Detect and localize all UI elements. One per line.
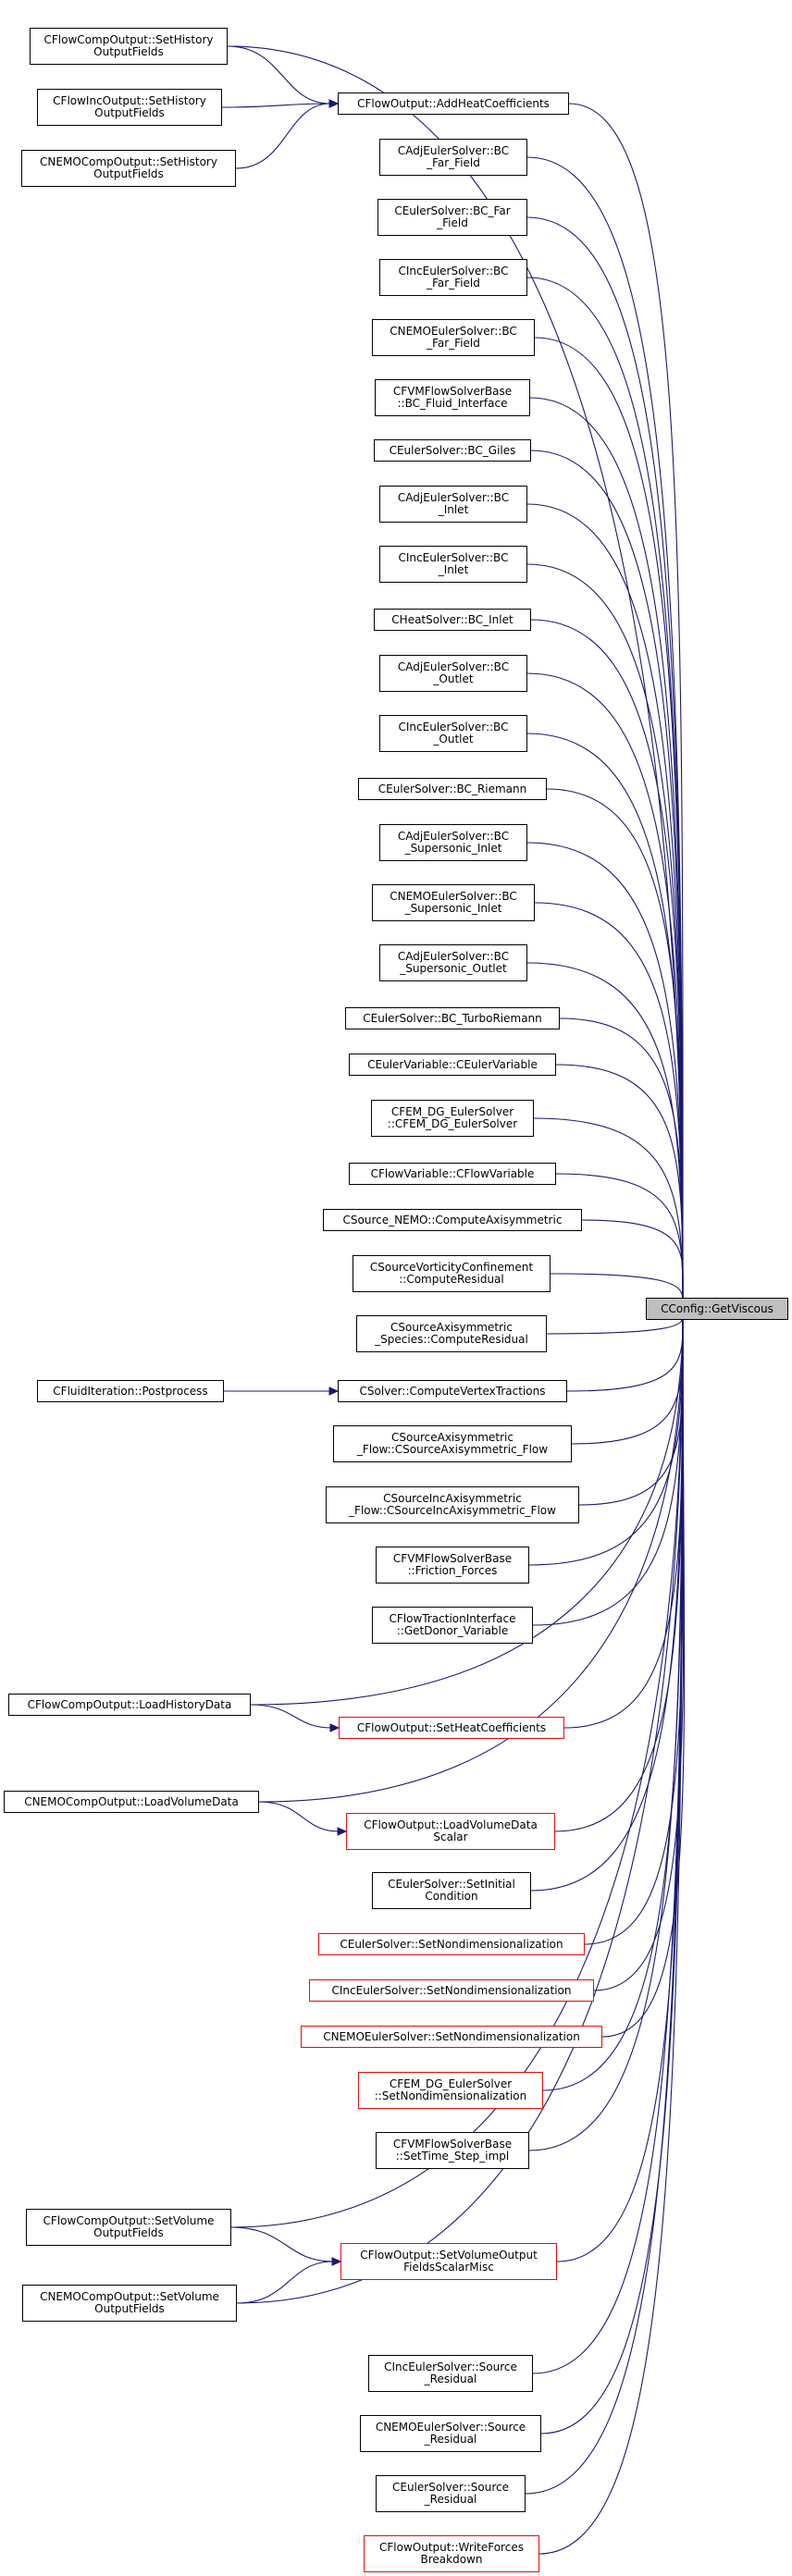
node-csourcevorticityconfinement-computeresidual[interactable]: CSourceVorticityConfinement ::ComputeRes… (353, 1255, 551, 1292)
edge-n6-to-n_target (526, 216, 684, 1302)
node-cfvmflowsolverbase-settime-step-impl[interactable]: CFVMFlowSolverBase ::SetTime_Step_impl (376, 2132, 529, 2169)
edge-n5-to-n_target (526, 156, 684, 1302)
edge-n24-to-n_target (581, 1219, 684, 1302)
node-cnemoeulersolver-source-residual[interactable]: CNEMOEulerSolver::Source _Residual (360, 2415, 541, 2452)
edge-n21-to-n_target (555, 1064, 684, 1302)
edge-n1-to-n_target (227, 45, 684, 1302)
node-cflowoutput-loadvolumedatascalar[interactable]: CFlowOutput::LoadVolumeData Scalar (346, 1813, 555, 1850)
node-cfem-dg-eulersolver-setnondimensionalization[interactable]: CFEM_DG_EulerSolver ::SetNondimensionali… (358, 2072, 543, 2109)
node-csourceincaxisymmetric-flow-constructor[interactable]: CSourceIncAxisymmetric _Flow::CSourceInc… (326, 1486, 579, 1523)
node-ceulersolver-bc-turboriemann[interactable]: CEulerSolver::BC_TurboRiemann (345, 1007, 560, 1029)
node-ceulersolver-setnondimensionalization[interactable]: CEulerSolver::SetNondimensionalization (318, 1933, 585, 1955)
edge-n4-to-n_target (568, 103, 684, 1302)
edge-n39-to-n_target (593, 1315, 685, 1991)
node-ceulersolver-bc-far-field[interactable]: CEulerSolver::BC_Far _Field (377, 199, 527, 236)
node-cnemoeulersolver-setnondimensionalization[interactable]: CNEMOEulerSolver::SetNondimensionalizati… (301, 2026, 602, 2048)
node-cnemoeulersolver-bc-supersonic-inlet[interactable]: CNEMOEulerSolver::BC _Supersonic_Inlet (372, 884, 535, 921)
node-cinceulersolver-setnondimensionalization[interactable]: CIncEulerSolver::SetNondimensionalizatio… (309, 1979, 594, 2002)
edge-n3-to-n4 (235, 103, 331, 169)
edge-n33-to-n_target (250, 1315, 684, 1706)
edge-n47-to-n_target (540, 1315, 684, 2434)
edge-n29-to-n_target (571, 1315, 684, 1445)
node-cadjeulersolver-bc-far-field[interactable]: CAdjEulerSolver::BC _Far_Field (379, 139, 527, 176)
node-cfvmflowsolverbase-bc-fluid-interface[interactable]: CFVMFlowSolverBase ::BC_Fluid_Interface (375, 379, 530, 416)
node-cflowincoutput-sethistoryoutputfields[interactable]: CFlowIncOutput::SetHistory OutputFields (37, 89, 222, 126)
edge-n42-to-n_target (528, 1315, 684, 2151)
arrowhead-n27-to-n28 (328, 1387, 340, 1396)
edge-n33-to-n34 (250, 1704, 332, 1729)
edge-n16-to-n_target (546, 788, 684, 1302)
node-cadjeulersolver-bc-supersonic-inlet[interactable]: CAdjEulerSolver::BC _Supersonic_Inlet (379, 824, 527, 861)
node-cflowcompoutput-setvolumeoutputfields[interactable]: CFlowCompOutput::SetVolume OutputFields (26, 2209, 231, 2246)
node-cflowcompoutput-loadhistorydata[interactable]: CFlowCompOutput::LoadHistoryData (8, 1694, 251, 1716)
edge-n14-to-n_target (526, 672, 684, 1302)
node-cflowcompoutput-sethistoryoutputfields[interactable]: CFlowCompOutput::SetHistory OutputFields (30, 28, 228, 65)
node-cinceulersolver-bc-far-field[interactable]: CIncEulerSolver::BC _Far_Field (379, 259, 527, 296)
node-csourceaxisymmetric-species-computeresidual[interactable]: CSourceAxisymmetric _Species::ComputeRes… (356, 1315, 547, 1352)
edge-n37-to-n_target (530, 1315, 684, 1892)
arrowhead-n33-to-n34 (329, 1723, 340, 1732)
node-cheatsolver-bc-inlet[interactable]: CHeatSolver::BC_Inlet (374, 609, 531, 631)
node-cinceulersolver-source-residual[interactable]: CIncEulerSolver::Source _Residual (368, 2355, 533, 2392)
arrowhead-n3-to-n4 (328, 99, 340, 108)
arrowhead-n35-to-n36 (337, 1827, 348, 1836)
edge-n36-to-n_target (554, 1315, 684, 1832)
edge-n20-to-n_target (559, 1017, 684, 1302)
arrowhead-n45-to-n44 (331, 2257, 342, 2266)
node-cflowoutput-writeforcesbreakdown[interactable]: CFlowOutput::WriteForces Breakdown (364, 2535, 539, 2572)
node-cinceulersolver-bc-outlet[interactable]: CIncEulerSolver::BC _Outlet (379, 715, 527, 752)
node-cfvmflowsolverbase-friction-forces[interactable]: CFVMFlowSolverBase ::Friction_Forces (376, 1547, 529, 1584)
edge-n43-to-n44 (230, 2226, 334, 2262)
edge-n18-to-n_target (534, 902, 684, 1302)
node-cnemoeulersolver-bc-far-field[interactable]: CNEMOEulerSolver::BC _Far_Field (372, 319, 535, 356)
node-cflowoutput-addheatcoefficients[interactable]: CFlowOutput::AddHeatCoefficients (338, 92, 569, 115)
node-csourceaxisymmetric-flow-constructor[interactable]: CSourceAxisymmetric _Flow::CSourceAxisym… (333, 1425, 572, 1462)
node-cfluiditeration-postprocess[interactable]: CFluidIteration::Postprocess (37, 1380, 224, 1402)
edge-n35-to-n36 (258, 1801, 340, 1832)
edge-n2-to-n4 (221, 103, 331, 108)
node-cinceulersolver-bc-inlet[interactable]: CIncEulerSolver::BC _Inlet (379, 546, 527, 583)
node-cfem-dg-eulersolver-constructor[interactable]: CFEM_DG_EulerSolver ::CFEM_DG_EulerSolve… (371, 1100, 534, 1137)
node-cnemocompoutput-sethistoryoutputfields[interactable]: CNEMOCompOutput::SetHistory OutputFields (21, 150, 236, 187)
node-ceulervariable-ceulervariable[interactable]: CEulerVariable::CEulerVariable (349, 1054, 556, 1076)
node-cflowoutput-setvolumeoutputfieldsscalarmisc[interactable]: CFlowOutput::SetVolumeOutput FieldsScala… (340, 2243, 557, 2280)
edge-n49-to-n_target (538, 1315, 684, 2555)
edge-n40-to-n_target (601, 1315, 686, 2038)
edge-n45-to-n44 (236, 2261, 334, 2304)
edge-n23-to-n_target (555, 1173, 684, 1302)
node-cnemocompoutput-setvolumeoutputfields[interactable]: CNEMOCompOutput::SetVolume OutputFields (22, 2285, 237, 2322)
node-cadjeulersolver-bc-outlet[interactable]: CAdjEulerSolver::BC _Outlet (379, 655, 527, 692)
node-ceulersolver-source-residual[interactable]: CEulerSolver::Source _Residual (376, 2475, 526, 2512)
node-cflowtractioninterface-getdonor-variable[interactable]: CFlowTractionInterface ::GetDonor_Variab… (372, 1607, 533, 1644)
node-csource-nemo-computeaxisymmetric[interactable]: CSource_NEMO::ComputeAxisymmetric (323, 1209, 582, 1231)
edge-n46-to-n_target (532, 1315, 684, 2374)
node-cflowvariable-cflowvariable[interactable]: CFlowVariable::CFlowVariable (349, 1163, 556, 1185)
node-cnemocompoutput-loadvolumedata[interactable]: CNEMOCompOutput::LoadVolumeData (4, 1791, 259, 1813)
node-ceulersolver-bc-riemann[interactable]: CEulerSolver::BC_Riemann (358, 778, 547, 800)
edge-n25-to-n_target (550, 1273, 684, 1302)
edge-n35-to-n_target (258, 1315, 684, 1803)
node-csolver-computevertextractions[interactable]: CSolver::ComputeVertexTractions (338, 1380, 567, 1402)
node-ceulersolver-bc-giles[interactable]: CEulerSolver::BC_Giles (374, 439, 531, 462)
node-cadjeulersolver-bc-supersonic-outlet[interactable]: CAdjEulerSolver::BC _Supersonic_Outlet (379, 944, 527, 981)
node-ceulersolver-setinitialcondition[interactable]: CEulerSolver::SetInitial Condition (372, 1872, 531, 1909)
edge-n1-to-n4 (227, 45, 331, 105)
node-cconfig-getviscous[interactable]: CConfig::GetViscous (646, 1298, 788, 1320)
node-cflowoutput-setheatcoefficients[interactable]: CFlowOutput::SetHeatCoefficients (339, 1717, 564, 1739)
node-cadjeulersolver-bc-inlet[interactable]: CAdjEulerSolver::BC _Inlet (379, 486, 527, 523)
